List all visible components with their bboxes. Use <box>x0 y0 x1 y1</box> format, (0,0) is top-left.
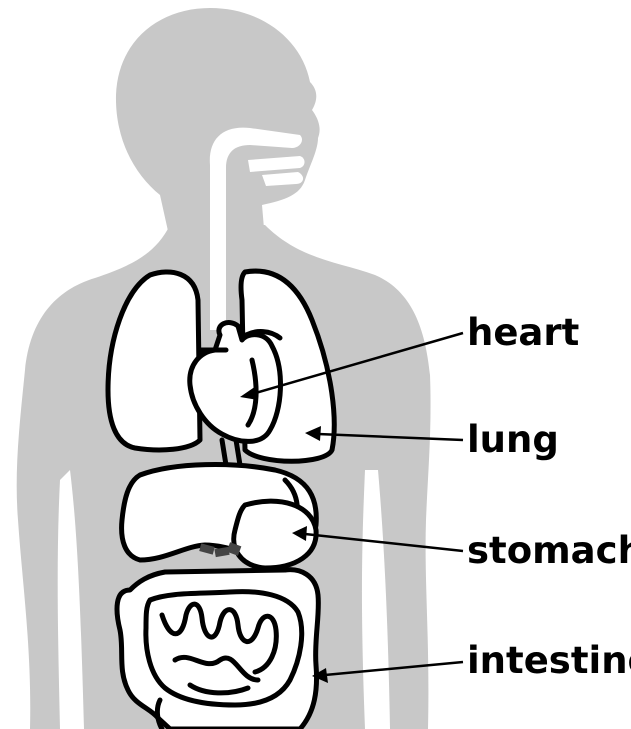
small-intestine <box>146 592 302 705</box>
intestine <box>117 570 318 729</box>
label-intestine: intestine <box>467 639 631 682</box>
label-heart: heart <box>467 311 579 354</box>
label-stomach: stomach <box>467 529 631 572</box>
label-lung: lung <box>467 418 559 461</box>
